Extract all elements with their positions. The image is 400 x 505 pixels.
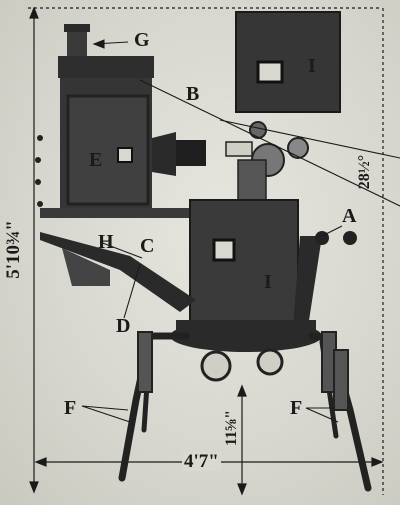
label-f-right: F <box>290 397 303 419</box>
spool-box-bottom <box>189 199 299 325</box>
label-b: B <box>186 83 200 105</box>
label-a: A <box>342 205 357 227</box>
leg-height-dimension: 11⅝" <box>223 410 240 446</box>
width-dimension: 4'7" <box>182 451 221 472</box>
label-i-top: I <box>308 55 316 77</box>
label-c: C <box>140 235 155 257</box>
angle-dimension: 28½° <box>356 154 374 190</box>
stand-base <box>40 231 357 382</box>
label-d: D <box>116 315 131 337</box>
lamp-house <box>35 24 206 218</box>
label-f-left: F <box>64 397 77 419</box>
label-i-bottom: I <box>264 271 272 293</box>
spool-box-top <box>235 11 341 113</box>
projector-mechanism <box>225 121 309 201</box>
height-dimension: 5'10¾" <box>2 220 24 279</box>
label-e: E <box>89 149 103 171</box>
label-h: H <box>98 231 114 253</box>
stand-legs <box>118 331 372 492</box>
label-g: G <box>134 29 150 51</box>
